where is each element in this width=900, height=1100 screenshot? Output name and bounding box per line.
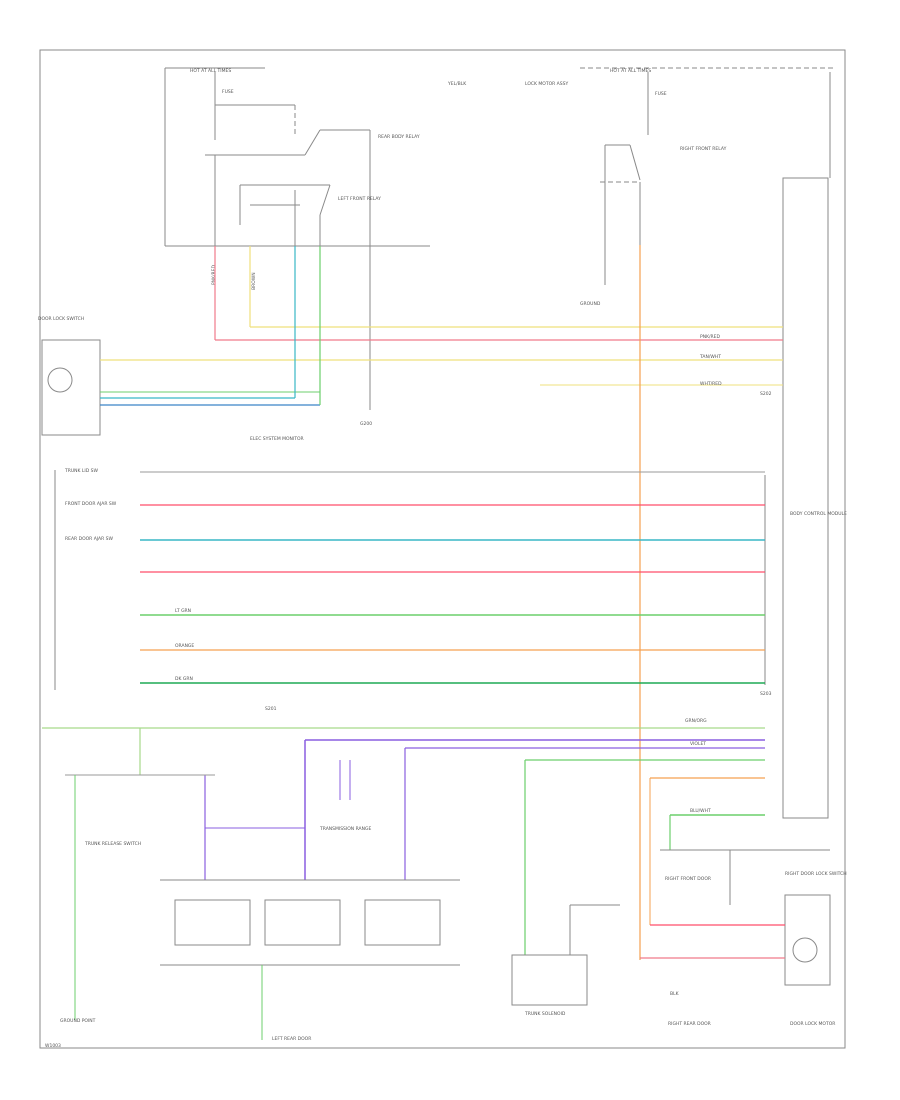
bcm-label: BODY CONTROL MODULE	[790, 511, 847, 517]
connector-left	[174, 899, 251, 946]
splice-s202-label: S202	[760, 391, 772, 397]
right-front-door-label: RIGHT FRONT DOOR	[665, 876, 711, 882]
footer-code: W1003	[45, 1043, 61, 1049]
right-front-relay: HOT AT ALL TIMES FUSE RIGHT FRONT RELAY …	[447, 67, 835, 307]
yel-blk-label: YEL/BLK	[447, 81, 467, 87]
door-switch-group: TRUNK LID SW FRONT DOOR AJAR SW REAR DOO…	[54, 468, 117, 690]
connector-middle	[264, 899, 341, 946]
front-door-ajar-sw-label: FRONT DOOR AJAR SW	[65, 501, 117, 507]
left-door-lock-switch: DOOR LOCK SWITCH ELEC SYSTEM MONITOR G20…	[38, 246, 372, 442]
wht-red-label: WHT/RED	[700, 381, 722, 387]
ground-splice-label: GROUND	[580, 301, 601, 307]
right-door-lock-switch: RIGHT FRONT DOOR RIGHT DOOR LOCK SWITCH …	[640, 849, 847, 1027]
body-control-module: BODY CONTROL MODULE	[764, 72, 847, 819]
pnk-red-label-1: PNK/RED	[211, 264, 217, 285]
pnk-red-label-2: PNK/RED	[700, 334, 721, 340]
hot-at-all-times-right-label: HOT AT ALL TIMES	[610, 68, 651, 74]
splice-s203-label: S203	[760, 691, 772, 697]
tan-wht-label: TAN/WHT	[699, 354, 721, 360]
right-rear-door-label: RIGHT REAR DOOR	[668, 1021, 711, 1027]
splice-s201-label: S201	[265, 706, 277, 712]
fuse-right-label: FUSE	[655, 91, 667, 97]
trunk-lid-sw-label: TRUNK LID SW	[64, 468, 99, 474]
rear-body-relay-label: REAR BODY RELAY	[378, 134, 420, 140]
left-door-lock-switch-label: DOOR LOCK SWITCH	[38, 316, 84, 322]
rear-door-ajar-sw-label: REAR DOOR AJAR SW	[65, 536, 114, 542]
hot-at-all-times-left-label: HOT AT ALL TIMES	[190, 68, 231, 74]
rear-body-relay-box: HOT AT ALL TIMES FUSE REAR BODY RELAY LE…	[164, 67, 430, 290]
elec-system-monitor-label: ELEC SYSTEM MONITOR	[250, 436, 304, 442]
right-front-relay-label: RIGHT FRONT RELAY	[680, 146, 727, 152]
brown-label: BROWN	[251, 272, 257, 290]
outer-frame	[39, 49, 846, 1049]
ground-point-label: G200	[360, 421, 372, 427]
fuse-left-label: FUSE	[222, 89, 234, 95]
door-lock-motor-label: DOOR LOCK MOTOR	[790, 1021, 835, 1027]
transmission-range-label: TRANSMISSION RANGE	[319, 826, 371, 832]
trunk-release-switch-label: TRUNK RELEASE SWITCH	[84, 841, 141, 847]
left-front-relay-label: LEFT FRONT RELAY	[338, 196, 381, 202]
ground-bottom-label: GROUND POINT	[60, 1018, 96, 1024]
blk-label: BLK	[670, 991, 680, 997]
dk-grn-label: DK GRN	[175, 676, 193, 682]
connector-right	[364, 899, 441, 946]
lock-motor-assy-label: LOCK MOTOR ASSY	[525, 81, 568, 87]
trunk-solenoid-label: TRUNK SOLENOID	[524, 1011, 566, 1017]
lt-grn-label: LT GRN	[175, 608, 191, 614]
trunk-solenoid: TRUNK SOLENOID	[511, 904, 620, 1017]
orange-label: ORANGE	[175, 643, 194, 649]
violet-label: VIOLET	[690, 741, 706, 747]
left-rear-door-label: LEFT REAR DOOR	[272, 1036, 311, 1042]
grn-org-label: GRN/ORG	[685, 718, 707, 724]
blu-wht-label: BLU/WHT	[690, 808, 711, 814]
right-door-lock-switch-label: RIGHT DOOR LOCK SWITCH	[785, 871, 847, 877]
